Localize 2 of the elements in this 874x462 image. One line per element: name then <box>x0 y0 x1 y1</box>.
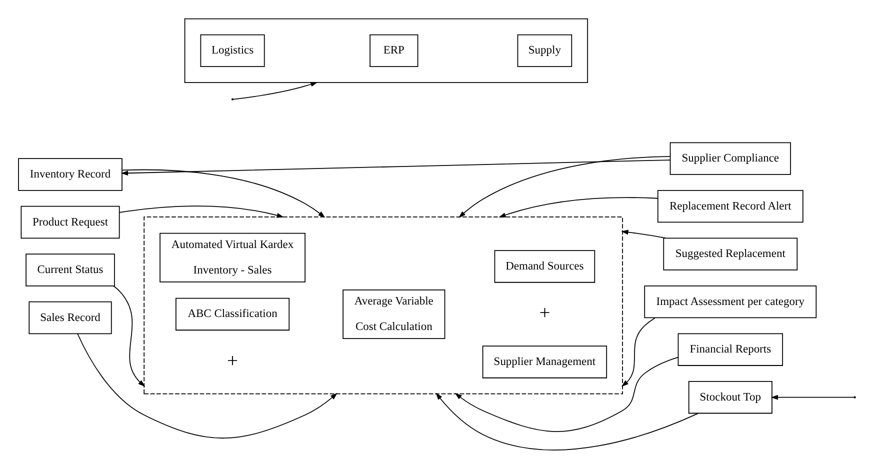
label: + <box>227 350 238 372</box>
label: + <box>539 303 550 324</box>
